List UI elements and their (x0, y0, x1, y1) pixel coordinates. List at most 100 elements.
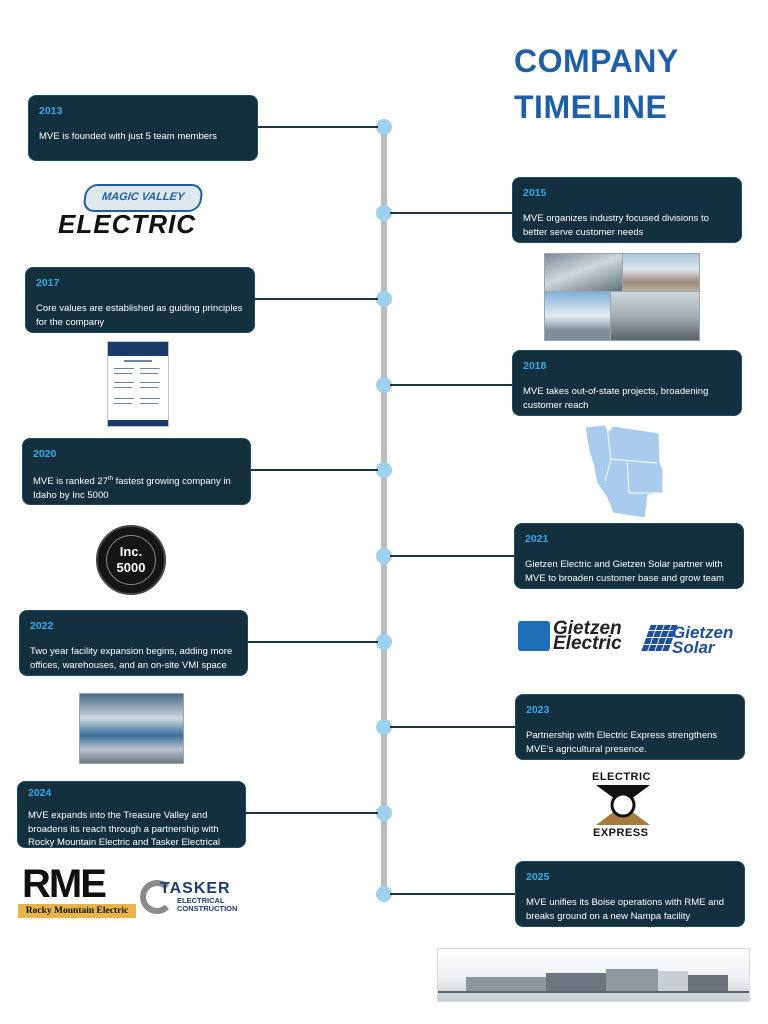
timeline-dot-2025 (376, 886, 392, 902)
gietzen-solar-word-2: Solar (672, 638, 715, 657)
timeline-card-2021: 2021 Gietzen Electric and Gietzen Solar … (514, 523, 744, 589)
card-text: Two year facility expansion begins, addi… (30, 646, 233, 671)
card-text: Partnership with Electric Express streng… (526, 730, 718, 755)
doc-footer-bar (108, 420, 168, 426)
building-block (688, 975, 728, 991)
mve-logo-bottom: ELECTRIC (58, 209, 196, 239)
western-states-map (584, 424, 663, 518)
card-year: 2023 (526, 704, 550, 716)
timeline-dot-2024 (376, 805, 392, 821)
card-year: 2022 (30, 620, 54, 632)
inc-number: 5000 (116, 560, 146, 575)
connector-2022 (247, 641, 378, 643)
timeline-dot-2018 (376, 377, 392, 393)
timeline-card-2025: 2025 MVE unifies its Boise operations wi… (515, 861, 745, 927)
card-text: MVE expands into the Treasure Valley and… (28, 810, 221, 848)
building-block (606, 969, 658, 991)
card-text-post: fastest growing company in Idaho by Inc … (33, 476, 231, 501)
ee-logo-bottom: EXPRESS (593, 827, 649, 839)
doc-line (114, 387, 132, 388)
timeline-card-2024: 2024 MVE expands into the Treasure Valle… (17, 781, 246, 848)
card-text-sup: th (107, 476, 113, 482)
photo-townhomes (622, 253, 700, 293)
card-text: Core values are established as guiding p… (36, 303, 243, 328)
connector-2025 (390, 893, 516, 895)
timeline-dot-2023 (376, 719, 392, 735)
doc-line (114, 382, 134, 383)
timeline-dot-2020 (376, 462, 392, 478)
doc-line (140, 398, 160, 399)
card-text: Gietzen Electric and Gietzen Solar partn… (525, 559, 725, 584)
card-year: 2013 (39, 105, 63, 117)
gietzen-solar-text: Gietzen Solar (672, 623, 734, 657)
connector-2024 (246, 812, 378, 814)
connector-2018 (390, 384, 514, 386)
timeline-card-2018: 2018 MVE takes out-of-state projects, br… (512, 350, 742, 416)
doc-header-bar (108, 342, 168, 356)
card-year: 2020 (33, 448, 57, 460)
card-year: 2015 (523, 187, 547, 199)
timeline-card-2015: 2015 MVE organizes industry focused divi… (512, 177, 742, 243)
building-block (546, 973, 606, 991)
doc-line (114, 368, 134, 369)
tasker-sub-1: ELECTRICAL (177, 896, 225, 905)
office-photo (79, 693, 184, 764)
timeline-dot-2013 (376, 119, 392, 135)
card-year: 2018 (523, 360, 547, 372)
gietzen-electric-word-2: Electric (553, 633, 622, 654)
card-year: 2025 (526, 871, 550, 883)
doc-line (140, 368, 160, 369)
card-text: MVE organizes industry focused divisions… (523, 213, 709, 238)
card-year: 2017 (36, 277, 60, 289)
rme-letters: RME (22, 862, 107, 906)
title-line-2: TIMELINE (514, 89, 668, 125)
building-block (466, 977, 546, 991)
card-text: MVE takes out-of-state projects, broaden… (523, 386, 709, 411)
doc-line (124, 360, 152, 362)
title-line-1: COMPANY (514, 43, 679, 79)
mve-logo-top: MAGIC VALLEY (82, 184, 204, 212)
building-block (658, 971, 688, 991)
photo-dairy (610, 291, 700, 341)
card-text: MVE is founded with just 5 team members (39, 131, 217, 142)
doc-line (140, 403, 158, 404)
doc-line (114, 398, 134, 399)
inc-5000-badge: Inc. 5000 (96, 525, 166, 595)
timeline-card-2020: 2020 MVE is ranked 27th fastest growing … (22, 438, 251, 505)
tasker-subtitle: ELECTRICAL CONSTRUCTION (177, 897, 237, 913)
card-text: MVE unifies its Boise operations with RM… (526, 897, 725, 922)
connector-2021 (390, 555, 514, 557)
timeline-dot-2017 (376, 291, 392, 307)
doc-line (114, 373, 132, 374)
connector-2017 (254, 298, 378, 300)
ground-line (438, 991, 749, 993)
inc-label: Inc. (119, 544, 143, 559)
photo-industrial (544, 253, 624, 293)
photo-truck (544, 291, 612, 341)
timeline-card-2013: 2013 MVE is founded with just 5 team mem… (28, 95, 258, 161)
ee-logo-top: ELECTRIC (592, 771, 651, 783)
timeline-spine (381, 125, 387, 895)
doc-line (140, 387, 158, 388)
doc-line (140, 382, 160, 383)
rme-band: Rocky Mountain Electric (18, 904, 136, 918)
timeline-dot-2022 (376, 634, 392, 650)
timeline-card-2017: 2017 Core values are established as guid… (25, 267, 255, 333)
connector-2015 (390, 212, 514, 214)
doc-line (114, 403, 132, 404)
card-text: MVE is ranked 27th fastest growing compa… (33, 473, 240, 502)
gietzen-solar-word-1: Gietzen (672, 623, 734, 642)
inc-5000-inner: Inc. 5000 (106, 535, 156, 585)
page-title: COMPANY TIMELINE (514, 38, 754, 130)
connector-2013 (258, 126, 378, 128)
timeline-dot-2015 (376, 205, 392, 221)
gietzen-electric-text: Gietzen Electric (553, 619, 622, 654)
core-values-document (107, 341, 169, 427)
connector-2023 (390, 726, 516, 728)
timeline-dot-2021 (376, 548, 392, 564)
nampa-facility-rendering (437, 948, 750, 1002)
gietzen-electric-icon (518, 621, 550, 651)
card-text-pre: MVE is ranked 27 (33, 476, 108, 488)
connector-2020 (251, 469, 378, 471)
tasker-emblem (140, 880, 174, 914)
